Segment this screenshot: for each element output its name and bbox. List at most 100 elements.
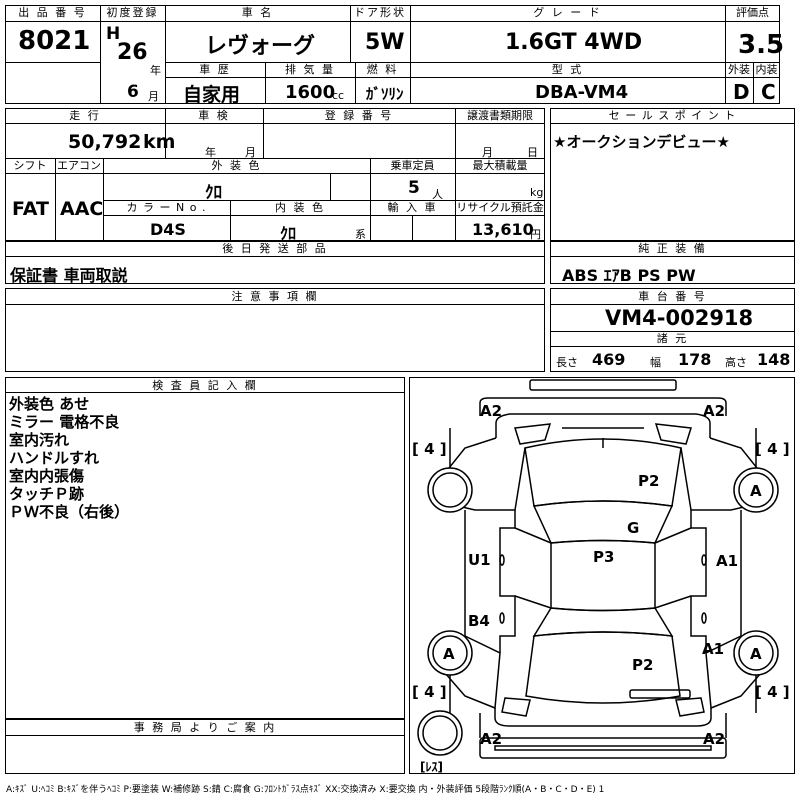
sales-point-box (550, 108, 795, 241)
car-name: レヴォーグ (205, 34, 316, 59)
interior-grade: C (761, 80, 776, 104)
label-exterior: 外装 (728, 63, 750, 76)
label-recycle: リサイクル預託金 (456, 201, 544, 214)
car-outline (417, 379, 779, 759)
wheel-front-right: A (750, 482, 762, 500)
damage-a1-right: A1 (716, 552, 739, 570)
accessories: 保証書 車両取説 (10, 266, 128, 285)
damage-p2-trunk: P2 (632, 656, 654, 674)
capacity-unit: 人 (432, 188, 443, 201)
damage-a2-top-right: A2 (703, 402, 726, 420)
label-chassis: 車 台 番 号 (638, 290, 707, 303)
inspector-note: 室内内張傷 (9, 467, 85, 485)
width-label: 幅 (650, 356, 661, 369)
inspector-note: 室内汚れ (9, 431, 70, 449)
recycle-fee: 13,610 (472, 220, 534, 239)
damage-a2-top-left: A2 (480, 402, 503, 420)
reg-year: 26 (117, 40, 148, 65)
displacement-unit: cc (332, 89, 345, 102)
car-diagram: A2 A2 [ 4 ] [ 4 ] A P2 G P3 U1 A1 B4 A1 … (409, 377, 795, 774)
length-label: 長さ (556, 356, 578, 369)
label-shift: シフト (13, 159, 47, 172)
equipment-box (550, 241, 795, 284)
mileage: 50,792 (68, 131, 142, 153)
label-accessories: 後 日 発 送 部 品 (222, 242, 328, 255)
label-transfer: 譲渡書類期限 (467, 109, 533, 122)
wheel-rear-left: A (443, 645, 455, 663)
interior-color-unit: 系 (355, 228, 366, 241)
tire-front-left: [ 4 ] (412, 440, 447, 458)
inspection-year-unit: 年 (205, 146, 216, 159)
inspector-note: タッチＰ跡 (9, 485, 85, 503)
details-section (5, 108, 545, 241)
tire-front-right: [ 4 ] (755, 440, 790, 458)
label-mileage: 走 行 (69, 109, 101, 122)
label-reg-no: 登 録 番 号 (324, 109, 394, 122)
score: 3.5 (738, 30, 785, 60)
label-capacity: 乗車定員 (390, 159, 435, 172)
label-fuel: 燃 料 (366, 63, 399, 76)
wheel-rear-right: A (750, 645, 762, 663)
label-displacement: 排 気 量 (285, 63, 335, 76)
inspection-month-unit: 月 (245, 146, 256, 159)
spare-tire-label: [ﾚｽ] (420, 760, 443, 774)
office-box (5, 719, 405, 774)
max-load-unit: kg (530, 186, 544, 199)
label-model-code: 型 式 (551, 63, 584, 76)
chassis-number: VM4-002918 (605, 306, 754, 330)
tire-rear-left: [ 4 ] (412, 683, 447, 701)
label-grade: グ レ ー ド (533, 6, 602, 19)
damage-b4-left: B4 (468, 612, 490, 630)
fuel: ｶﾞｿﾘﾝ (366, 85, 404, 103)
inspector-notes: 外装色 あせ ミラー 電格不良 室内汚れ ハンドルすれ 室内内張傷 タッチＰ跡 … (9, 395, 129, 521)
width: 178 (678, 350, 712, 369)
label-caution: 注 意 事 項 欄 (231, 290, 319, 303)
displacement: 1600 (285, 82, 336, 103)
inspector-note: 外装色 あせ (9, 395, 90, 413)
lot-number: 8021 (18, 26, 91, 56)
damage-p3-roof: P3 (593, 548, 615, 566)
exterior-grade: D (733, 80, 750, 104)
reg-month: 6 (127, 82, 139, 102)
air-conditioner: AAC (60, 198, 104, 220)
transfer-day-unit: 日 (527, 146, 538, 159)
mileage-unit: km (143, 131, 176, 153)
damage-a2-bottom-left: A2 (480, 730, 503, 748)
model-code: DBA-VM4 (535, 82, 629, 103)
label-sales-point: セ ー ル ス ポ イ ン ト (608, 109, 737, 122)
label-color-no: カ ラ ー N o . (126, 201, 207, 214)
label-office: 事 務 局 よ り ご 案 内 (133, 721, 277, 734)
height: 148 (757, 350, 791, 369)
label-int-color: 内 装 色 (275, 201, 325, 214)
era: H (106, 24, 121, 44)
label-import: 輸 入 車 (387, 201, 438, 214)
label-max-load: 最大積載量 (472, 159, 528, 172)
length: 469 (592, 350, 626, 369)
label-interior: 内装 (755, 63, 778, 76)
label-door: ドア形状 (354, 6, 406, 19)
inspector-box (5, 377, 405, 719)
label-ac: エアコン (57, 159, 101, 172)
inspector-note: ハンドルすれ (9, 449, 100, 467)
color-number: D4S (150, 220, 186, 239)
caution-box (5, 288, 545, 372)
legend: A:ｷｽﾞ U:ﾍｺﾐ B:ｷｽﾞを伴うﾍｺﾐ P:要塗装 W:補修跡 S:錆 … (6, 785, 605, 795)
label-inspection: 車 検 (198, 109, 230, 122)
label-specs: 諸 元 (656, 332, 689, 345)
inspector-note: ＰＷ不良（右後） (9, 503, 130, 521)
label-equipment: 純 正 装 備 (638, 242, 707, 255)
label-car-name: 車 名 (241, 6, 274, 19)
label-color: 外 装 色 (211, 159, 262, 172)
tire-rear-right: [ 4 ] (755, 683, 790, 701)
label-lot-no: 出 品 番 号 (18, 6, 87, 19)
label-score: 評価点 (736, 6, 769, 19)
exterior-color: ｸﾛ (205, 183, 222, 203)
shift: FAT (12, 198, 49, 220)
sales-point: ★オークションデビュー★ (553, 133, 730, 151)
damage-a1-rear-right: A1 (702, 640, 725, 658)
month-unit: 月 (148, 90, 159, 103)
damage-a2-bottom-right: A2 (703, 730, 726, 748)
interior-color: ｸﾛ (280, 224, 297, 243)
damage-g-glass: G (627, 519, 640, 537)
damage-p2-hood: P2 (638, 472, 660, 490)
